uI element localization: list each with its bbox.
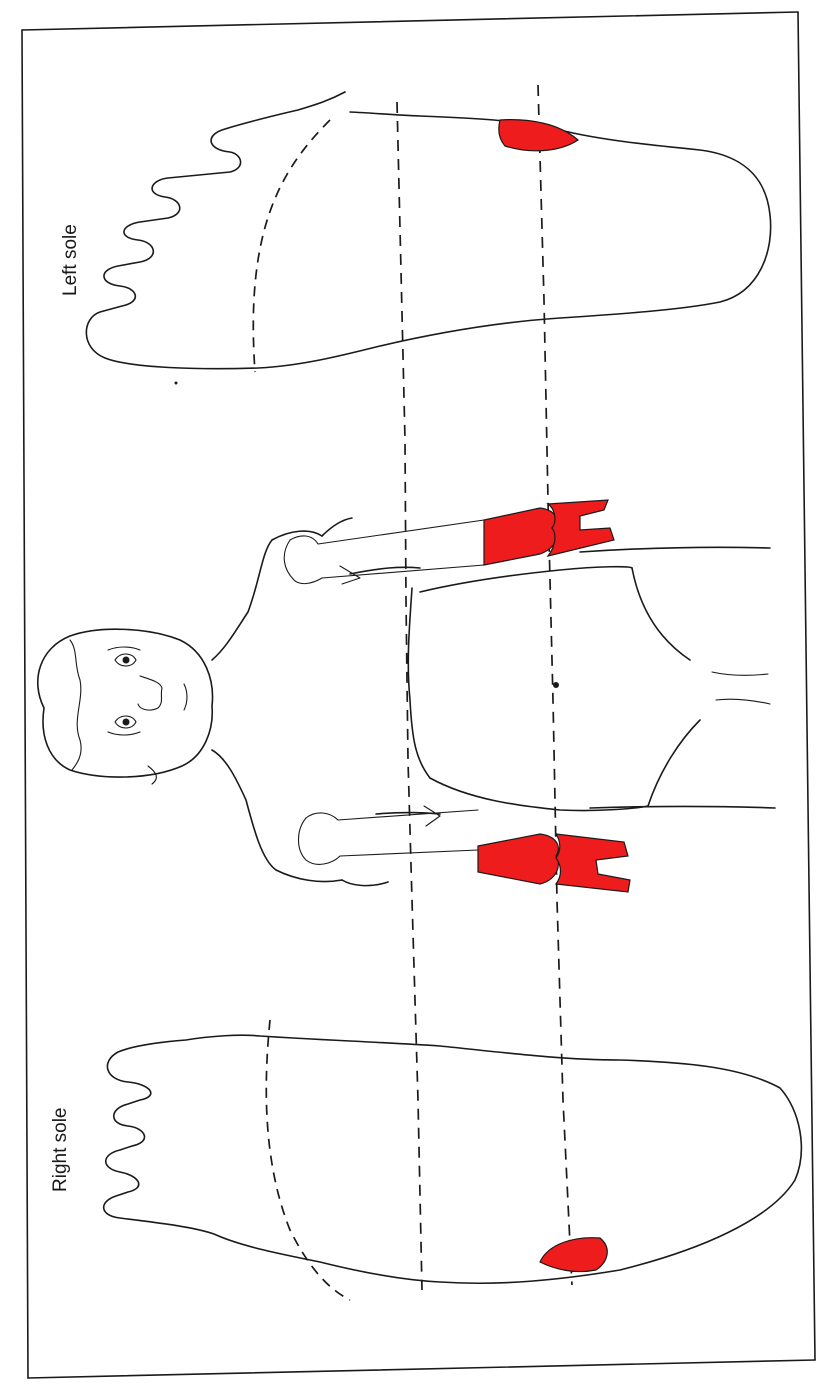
left-sole — [86, 92, 770, 385]
chest-line — [408, 588, 430, 778]
right-humerus-head — [290, 520, 484, 544]
stray-dot — [175, 382, 178, 385]
right-eye — [108, 647, 140, 666]
right-sole-label: Right sole — [50, 1108, 71, 1193]
nose — [138, 676, 162, 710]
left-eye — [108, 716, 140, 735]
pubic-line-2 — [716, 699, 770, 704]
mouth — [184, 684, 187, 710]
torso-left-side — [276, 870, 342, 882]
hairline — [70, 640, 81, 770]
pubic-line-1 — [712, 672, 768, 675]
waist-right — [580, 547, 770, 552]
right-arm-outer — [322, 518, 352, 536]
left-arm-inner — [376, 813, 440, 815]
rib-arc-left — [430, 778, 648, 811]
neck-left — [212, 750, 276, 870]
left-humerus — [299, 818, 479, 864]
guide-lines — [397, 85, 572, 1290]
waist-left — [590, 807, 775, 809]
left-humerus-head — [306, 810, 478, 820]
right-sole-toe-line — [266, 1020, 350, 1300]
abdomen-left — [648, 720, 700, 806]
right-sole-outline — [104, 1035, 802, 1283]
frame — [22, 12, 815, 1378]
left-sole-toe-line — [253, 120, 330, 372]
torso-right-side — [272, 531, 322, 540]
right-humerus — [284, 540, 484, 584]
left-sole-label: Left sole — [60, 224, 81, 296]
left-knee-reflex — [478, 834, 558, 884]
rib-arc-right — [420, 567, 632, 592]
right-tibia-reflex — [548, 500, 614, 556]
right-sole — [104, 1020, 802, 1300]
left-arm-outer — [342, 880, 388, 886]
right-knee-reflex — [484, 508, 556, 565]
left-sole-reflex-area — [499, 120, 578, 151]
left-sole-outline — [86, 92, 770, 369]
neck-right — [212, 540, 272, 660]
abdomen-right — [632, 568, 690, 660]
left-tibia-reflex — [556, 834, 630, 892]
navel — [553, 682, 559, 688]
right-sole-reflex-area — [540, 1238, 607, 1272]
left-chevron — [424, 806, 440, 826]
